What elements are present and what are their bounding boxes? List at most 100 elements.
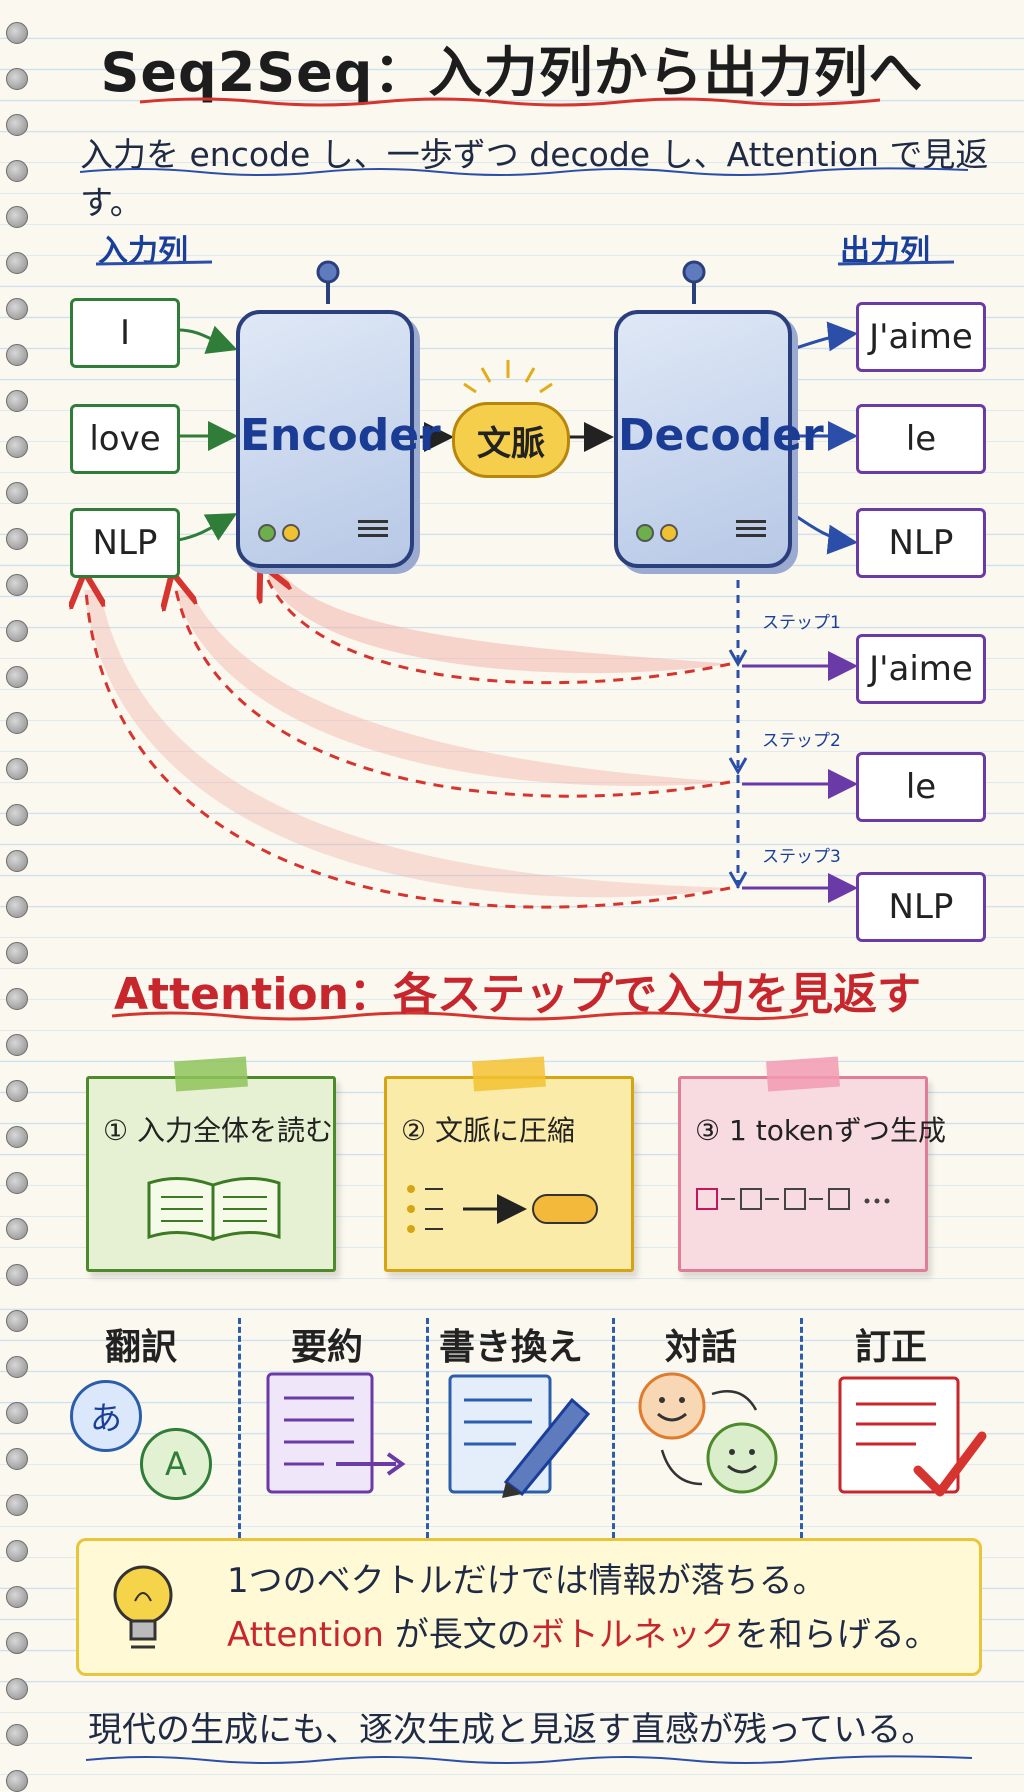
- spiral-ring-icon: [6, 574, 28, 596]
- subtitle: 入力を encode し、一歩ずつ decode し、Attention で見返…: [80, 135, 989, 222]
- spiral-ring-icon: [6, 1126, 28, 1148]
- insight-attention-word: Attention: [227, 1615, 384, 1655]
- insight-line-1: 1つのベクトルだけでは情報が落ちる。: [227, 1561, 827, 1601]
- spiral-ring-icon: [6, 712, 28, 734]
- spiral-ring-icon: [6, 1034, 28, 1056]
- chat-faces-icon: [638, 1372, 778, 1494]
- input-token-box: I: [70, 298, 180, 368]
- spiral-ring-icon: [6, 1218, 28, 1240]
- speech-bubble-ja: あ: [70, 1380, 142, 1452]
- output-token-box: le: [856, 404, 986, 474]
- spiral-ring-icon: [6, 804, 28, 826]
- note-generate-tokens: ③ 1 tokenずつ生成: [678, 1056, 946, 1272]
- spiral-ring-icon: [6, 1264, 28, 1286]
- spiral-ring-icon: [6, 528, 28, 550]
- tape: [472, 1056, 546, 1092]
- status-led-icon: [636, 524, 654, 542]
- spiral-ring-icon: [6, 1632, 28, 1654]
- spiral-ring-icon: [6, 988, 28, 1010]
- insight-text: を和らげる。: [734, 1615, 939, 1655]
- spiral-ring-icon: [6, 68, 28, 90]
- page-title: Seq2Seq：入力列から出力列へ: [100, 41, 924, 104]
- note-caption: ③ 1 tokenずつ生成: [695, 1114, 947, 1147]
- step-label: ステップ1: [762, 613, 841, 633]
- spiral-ring-icon: [6, 22, 28, 44]
- insight-bottleneck-word: ボトルネック: [530, 1615, 735, 1655]
- input-token-box: love: [70, 404, 180, 474]
- spiral-ring-icon: [6, 1448, 28, 1470]
- divider: [800, 1318, 803, 1538]
- spiral-ring-icon: [6, 298, 28, 320]
- spiral-ring-icon: [6, 1080, 28, 1102]
- divider: [426, 1318, 429, 1538]
- pencil-doc-icon: [448, 1374, 591, 1498]
- divider: [238, 1318, 241, 1538]
- task-label-rewrite: 書き換え: [438, 1327, 583, 1368]
- step-label: ステップ2: [762, 731, 841, 751]
- speech-bubble-en: A: [140, 1428, 212, 1500]
- task-label-dialogue: 対話: [664, 1327, 737, 1368]
- context-vector: 文脈: [452, 402, 570, 478]
- encoder-block: Encoder: [236, 310, 441, 568]
- vent-icon: [358, 520, 388, 540]
- spiral-ring-icon: [6, 1586, 28, 1608]
- spiral-ring-icon: [6, 620, 28, 642]
- vent-icon: [736, 520, 766, 540]
- divider: [612, 1318, 615, 1538]
- translate-icon: あ A: [70, 1380, 220, 1510]
- status-led-icon: [282, 524, 300, 542]
- spiral-ring-icon: [6, 1356, 28, 1378]
- spiral-ring-icon: [6, 942, 28, 964]
- note-caption: ② 文脈に圧縮: [401, 1114, 576, 1147]
- summary-doc-icon: [266, 1372, 406, 1494]
- status-led-icon: [660, 524, 678, 542]
- spiral-ring-icon: [6, 390, 28, 412]
- spiral-ring-icon: [6, 482, 28, 504]
- status-led-icon: [258, 524, 276, 542]
- spiral-ring-icon: [6, 1540, 28, 1562]
- output-token-box: NLP: [856, 508, 986, 578]
- spiral-ring-icon: [6, 758, 28, 780]
- step-output-box: J'aime: [856, 634, 986, 704]
- step-output-box: NLP: [856, 872, 986, 942]
- spiral-ring-icon: [6, 1724, 28, 1746]
- insight-text: が長文の: [383, 1615, 531, 1655]
- footer-summary: 現代の生成にも、逐次生成と見返す直感が残っている。: [88, 1710, 936, 1750]
- spiral-ring-icon: [6, 160, 28, 182]
- correction-check-icon: [838, 1376, 987, 1497]
- insight-line-2: Attention が長文のボトルネックを和らげる。: [227, 1607, 939, 1656]
- spiral-ring-icon: [6, 206, 28, 228]
- spiral-ring-icon: [6, 344, 28, 366]
- lightbulb-icon: [113, 1565, 173, 1649]
- tape: [174, 1056, 248, 1092]
- step-output-box: le: [856, 752, 986, 822]
- task-label-translate: 翻訳: [104, 1327, 177, 1368]
- attention-title: Attention：各ステップで入力を見返す: [114, 969, 921, 1020]
- spiral-ring-icon: [6, 666, 28, 688]
- spiral-ring-icon: [6, 850, 28, 872]
- spiral-ring-icon: [6, 1172, 28, 1194]
- spiral-ring-icon: [6, 1494, 28, 1516]
- open-book-icon: [147, 1176, 281, 1242]
- spiral-ring-icon: [6, 1310, 28, 1332]
- decoder-block: Decoder: [614, 310, 824, 568]
- input-token-box: NLP: [70, 508, 180, 578]
- output-token-box: J'aime: [856, 302, 986, 372]
- insight-callout: 1つのベクトルだけでは情報が落ちる。 Attention が長文のボトルネックを…: [76, 1538, 982, 1676]
- spiral-ring-icon: [6, 896, 28, 918]
- spiral-ring-icon: [6, 252, 28, 274]
- decoder-label: Decoder: [618, 410, 824, 461]
- note-read-input: ① 入力全体を読む: [86, 1056, 336, 1272]
- step-label: ステップ3: [762, 847, 841, 867]
- encoder-label: Encoder: [240, 410, 441, 461]
- tape: [766, 1056, 840, 1092]
- spiral-ring-icon: [6, 1402, 28, 1424]
- task-label-summary: 要約: [290, 1327, 363, 1368]
- spiral-ring-icon: [6, 114, 28, 136]
- token-sequence-icon: [696, 1188, 890, 1210]
- task-label-correction: 訂正: [854, 1327, 927, 1368]
- spiral-ring-icon: [6, 1678, 28, 1700]
- note-compress-context: ② 文脈に圧縮: [384, 1056, 634, 1272]
- note-caption: ① 入力全体を読む: [103, 1114, 334, 1147]
